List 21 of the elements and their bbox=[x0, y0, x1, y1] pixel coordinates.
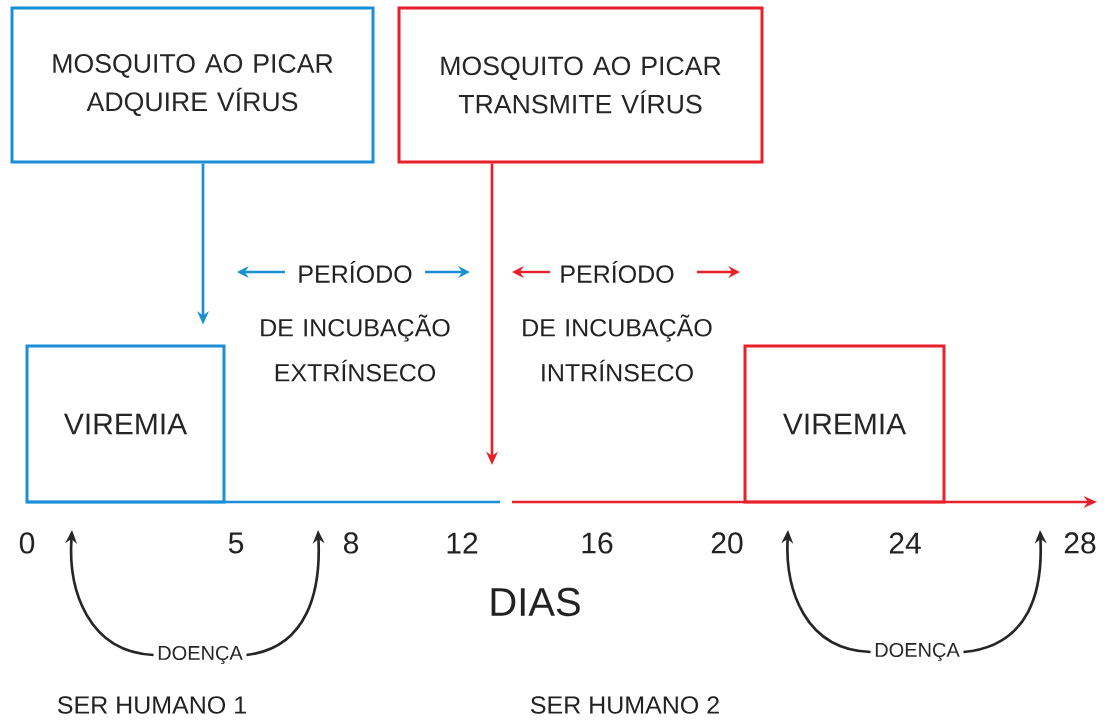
text-box: VIREMIA bbox=[743, 344, 946, 504]
period-label: PERÍODO bbox=[557, 259, 677, 285]
period-label: PERÍODO bbox=[295, 259, 415, 285]
text-box: MOSQUITO AO PICAR TRANSMITE VÍRUS bbox=[397, 6, 764, 164]
person-label: SER HUMANO 2 bbox=[531, 696, 719, 714]
period-label: DE INCUBAÇÃO INTRÍNSECO bbox=[523, 314, 712, 382]
tick-label: 20 bbox=[711, 532, 743, 554]
tick-label: 12 bbox=[447, 532, 478, 554]
axis-title: DIAS bbox=[491, 587, 580, 617]
tick-label: 24 bbox=[889, 532, 921, 554]
tick-label: 5 bbox=[228, 532, 244, 554]
tick-label: 28 bbox=[1064, 532, 1096, 554]
tick-label: 16 bbox=[582, 532, 613, 554]
text-box: MOSQUITO AO PICAR ADQUIRE VÍRUS bbox=[10, 6, 375, 164]
period-label: DE INCUBAÇÃO EXTRÍNSECO bbox=[261, 314, 450, 382]
disease-label: DOENÇA bbox=[875, 642, 960, 662]
tick-label: 8 bbox=[343, 532, 359, 554]
tick-label: 0 bbox=[19, 532, 35, 554]
disease-label: DOENÇA bbox=[158, 645, 243, 665]
person-label: SER HUMANO 1 bbox=[58, 696, 246, 714]
text-box: VIREMIA bbox=[25, 344, 226, 504]
